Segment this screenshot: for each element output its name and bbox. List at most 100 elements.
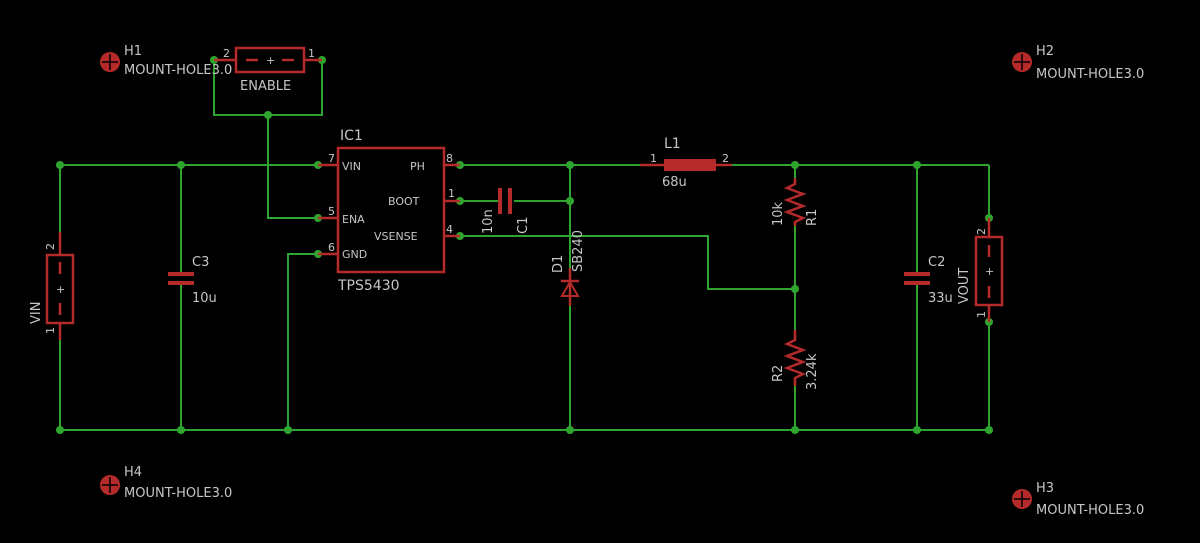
ic1-pin-gnd-number: 6 (328, 241, 335, 254)
junctions (56, 56, 993, 434)
l1-pin-1: 1 (650, 152, 657, 165)
mount-hole-h2[interactable]: H2 MOUNT-HOLE3.0 (1012, 44, 1144, 82)
wire-vsense (460, 235, 795, 290)
junction (177, 426, 185, 434)
l1-pin-2: 2 (722, 152, 729, 165)
c3-plate (168, 272, 194, 276)
capacitor-c3[interactable]: C3 10u (168, 255, 217, 306)
capacitor-c1[interactable]: 10n C1 (481, 188, 531, 234)
c3-name: C3 (192, 255, 209, 270)
r1-value: 10k (771, 201, 786, 226)
c1-value: 10n (481, 209, 496, 234)
mount-hole-h4[interactable]: H4 MOUNT-HOLE3.0 (100, 465, 232, 501)
mount-hole-value: MOUNT-HOLE3.0 (124, 486, 232, 501)
c2-name: C2 (928, 255, 945, 270)
mount-hole-value: MOUNT-HOLE3.0 (1036, 67, 1144, 82)
l1-name: L1 (664, 136, 681, 152)
c3-plate (168, 281, 194, 285)
ic1-pin-ena-number: 5 (328, 205, 335, 218)
mount-hole-name: H2 (1036, 44, 1054, 59)
inductor-l1[interactable]: 1 2 L1 68u (640, 136, 732, 190)
mount-hole-value: MOUNT-HOLE3.0 (1036, 503, 1144, 518)
mount-hole-h1[interactable]: H1 MOUNT-HOLE3.0 (100, 44, 232, 78)
mount-hole-name: H4 (124, 465, 142, 480)
junction (56, 161, 64, 169)
c2-plate (904, 272, 930, 276)
ic1-pin-boot-label: BOOT (388, 195, 420, 208)
ic1-pin-ph-label: PH (410, 160, 425, 173)
ic1-tps5430[interactable]: VIN PH BOOT ENA VSENSE GND 7 8 1 5 4 6 I… (318, 128, 460, 294)
enable-connector-body (234, 46, 306, 74)
ic1-pin-ph-number: 8 (446, 152, 453, 165)
enable-plus: + (266, 54, 275, 67)
vout-pin-1: 1 (975, 311, 988, 318)
vout-label: VOUT (957, 268, 972, 304)
r2-name: R2 (771, 365, 786, 382)
r2-zigzag (783, 330, 807, 386)
junction (791, 161, 799, 169)
c1-plate (498, 188, 502, 214)
vin-label: VIN (29, 302, 44, 324)
junction (566, 161, 574, 169)
vout-plus: + (985, 265, 994, 278)
ic1-pin-ena-label: ENA (342, 213, 365, 226)
d1-name: D1 (551, 255, 566, 273)
r1-zigzag (783, 178, 807, 226)
d1-body (560, 279, 580, 297)
vin-pin-1: 1 (44, 327, 57, 334)
enable-label: ENABLE (240, 79, 291, 94)
ic1-pin-vsense-number: 4 (446, 223, 453, 236)
vin-connector-body (45, 253, 75, 325)
d1-value: SB240 (571, 230, 586, 272)
vout-connector-body (974, 235, 1004, 307)
mount-hole-name: H3 (1036, 481, 1054, 496)
ic1-value: TPS5430 (337, 278, 400, 294)
junction (913, 161, 921, 169)
ic1-pin-vsense-label: VSENSE (374, 230, 418, 243)
ic1-pin-boot-number: 1 (448, 187, 455, 200)
c2-value: 33u (928, 291, 953, 306)
ic1-pin-gnd-label: GND (342, 248, 367, 261)
resistor-r2[interactable]: R2 3.24k (771, 330, 820, 390)
junction (56, 426, 64, 434)
vin-plus: + (56, 283, 65, 296)
ic1-pin-vin-label: VIN (342, 160, 361, 173)
junction (985, 426, 993, 434)
junction (566, 426, 574, 434)
capacitor-c2[interactable]: C2 33u (904, 255, 953, 306)
ic1-pin-vin-number: 7 (328, 152, 335, 165)
c3-value: 10u (192, 291, 217, 306)
enable-pin-1: 1 (308, 47, 315, 60)
junction (566, 197, 574, 205)
mount-hole-value: MOUNT-HOLE3.0 (124, 63, 232, 78)
mount-hole-h3[interactable]: H3 MOUNT-HOLE3.0 (1012, 481, 1144, 518)
junction (791, 426, 799, 434)
enable-pin-2: 2 (223, 47, 230, 60)
ic1-name: IC1 (340, 128, 363, 144)
wire-ic-gnd (287, 253, 318, 430)
junction (177, 161, 185, 169)
junction (791, 285, 799, 293)
ic1-body (336, 146, 446, 274)
junction (284, 426, 292, 434)
vout-connector[interactable]: + 2 1 VOUT (957, 218, 1004, 322)
wires (59, 60, 990, 431)
enable-connector[interactable]: + 2 1 ENABLE (214, 46, 322, 94)
wire-ic-ena (267, 115, 318, 219)
vout-pin-2: 2 (975, 228, 988, 235)
c2-plate (904, 281, 930, 285)
l1-value: 68u (662, 175, 687, 190)
r2-value: 3.24k (805, 353, 820, 390)
c1-plate (508, 188, 512, 214)
r1-name: R1 (805, 209, 820, 226)
junction (913, 426, 921, 434)
c1-name: C1 (516, 217, 531, 234)
mount-hole-name: H1 (124, 44, 142, 59)
diode-d1[interactable]: D1 SB240 (551, 230, 586, 306)
junction (264, 111, 272, 119)
vin-pin-2: 2 (44, 243, 57, 250)
l1-body (664, 159, 716, 171)
resistor-r1[interactable]: 10k R1 (771, 178, 820, 226)
vin-connector[interactable]: + 2 1 VIN (29, 232, 75, 340)
